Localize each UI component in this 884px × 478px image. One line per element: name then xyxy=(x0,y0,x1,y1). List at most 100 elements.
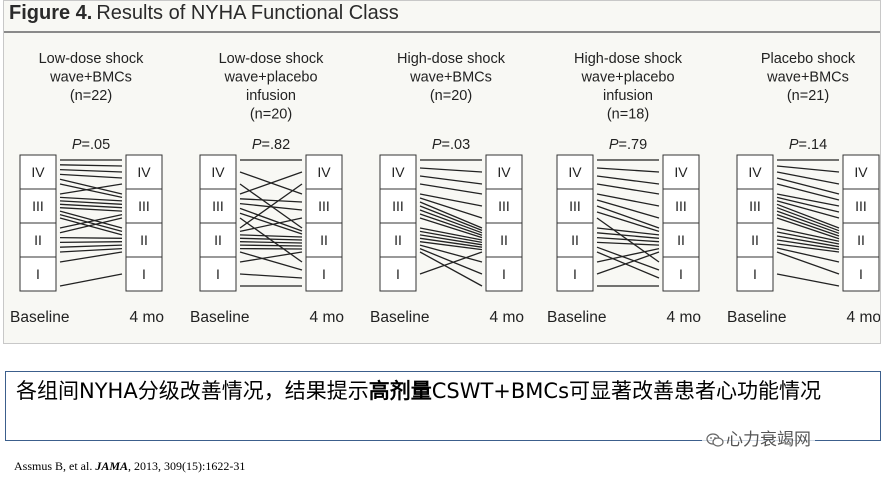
followup-class-box xyxy=(485,154,523,190)
class-label: III xyxy=(32,198,44,214)
transition-line xyxy=(776,207,840,232)
followup-class-box xyxy=(485,256,523,292)
class-label: II xyxy=(677,232,685,248)
nyha-plots: Low-dose shockwave+BMCs(n=22)P=.05IVIIII… xyxy=(10,51,880,326)
transition-line xyxy=(239,217,303,233)
class-label: IV xyxy=(568,164,582,180)
baseline-class-box xyxy=(19,256,57,292)
transition-line xyxy=(419,167,483,173)
transition-line xyxy=(776,243,840,253)
transition-line xyxy=(776,235,840,248)
baseline-class-box xyxy=(379,154,417,190)
transition-line xyxy=(419,197,483,219)
baseline-label: Baseline xyxy=(547,309,606,326)
citation-authors: Assmus B, et al. xyxy=(14,459,93,473)
baseline-class-box xyxy=(19,154,57,190)
followup-class-box xyxy=(305,188,343,224)
transition-line xyxy=(239,207,303,232)
caption-box: 各组间NYHA分级改善情况，结果提示高剂量CSWT+BMCs可显著改善患者心功能… xyxy=(5,371,881,441)
watermark: 心力衰竭网 xyxy=(702,424,815,451)
caption-text-emphasis: 高剂量 xyxy=(368,379,432,403)
transition-line xyxy=(239,273,303,279)
class-label: II xyxy=(34,232,42,248)
transition-line xyxy=(776,231,840,245)
group-title-line: wave+BMCs xyxy=(49,70,132,86)
transition-line xyxy=(59,207,123,212)
baseline-class-box xyxy=(199,188,237,224)
class-label: I xyxy=(142,266,146,282)
transition-line xyxy=(776,210,840,234)
transition-line xyxy=(419,183,483,195)
followup-label: 4 mo xyxy=(310,309,344,326)
baseline-class-box xyxy=(736,222,774,258)
class-label: II xyxy=(857,232,865,248)
transition-line xyxy=(239,241,303,244)
class-label: IV xyxy=(497,164,511,180)
class-label: I xyxy=(502,266,506,282)
class-label: IV xyxy=(211,164,225,180)
transition-line xyxy=(239,237,303,241)
baseline-class-box xyxy=(736,256,774,292)
followup-label: 4 mo xyxy=(667,309,701,326)
transition-line xyxy=(776,273,840,287)
baseline-label: Baseline xyxy=(370,309,429,326)
followup-class-box xyxy=(662,188,700,224)
transition-line xyxy=(59,273,123,287)
class-label: I xyxy=(322,266,326,282)
transition-line xyxy=(776,203,840,229)
class-label: IV xyxy=(317,164,331,180)
group-title-line: Low-dose shock xyxy=(219,51,325,67)
followup-class-box xyxy=(125,222,163,258)
followup-class-box xyxy=(485,188,523,224)
class-label: II xyxy=(751,232,759,248)
class-label: IV xyxy=(674,164,688,180)
transition-line xyxy=(419,213,483,236)
group-title-line: High-dose shock xyxy=(574,51,683,67)
transition-line xyxy=(59,183,123,199)
figure-title-text: Results of NYHA Functional Class xyxy=(96,2,399,24)
transition-line xyxy=(596,211,660,233)
baseline-class-box xyxy=(199,154,237,190)
baseline-class-box xyxy=(199,256,237,292)
class-label: I xyxy=(216,266,220,282)
title-divider xyxy=(4,31,880,33)
transition-line xyxy=(239,244,303,247)
p-value: P=.14 xyxy=(789,137,827,153)
group-title-line: High-dose shock xyxy=(397,51,506,67)
transition-line xyxy=(596,175,660,185)
transition-line xyxy=(419,251,483,275)
class-label: IV xyxy=(748,164,762,180)
transition-line xyxy=(239,198,303,203)
transition-line xyxy=(776,177,840,195)
class-label: II xyxy=(394,232,402,248)
figure-panel: Figure 4.Results of NYHA Functional Clas… xyxy=(3,0,881,344)
transition-line xyxy=(419,251,483,287)
transition-line xyxy=(596,205,660,229)
class-label: IV xyxy=(31,164,45,180)
baseline-label: Baseline xyxy=(190,309,249,326)
baseline-label: Baseline xyxy=(727,309,786,326)
class-label: II xyxy=(140,232,148,248)
group-title-line: (n=20) xyxy=(250,107,292,123)
transition-line xyxy=(419,244,483,263)
followup-class-box xyxy=(305,154,343,190)
caption-text: 各组间NYHA分级改善情况，结果提示高剂量CSWT+BMCs可显著改善患者心功能… xyxy=(16,377,866,406)
followup-class-box xyxy=(305,222,343,258)
transition-line xyxy=(419,234,483,246)
watermark-text: 心力衰竭网 xyxy=(726,430,811,450)
citation: Assmus B, et al. JAMA, 2013, 309(15):162… xyxy=(14,459,245,474)
followup-class-box xyxy=(125,154,163,190)
transition-line xyxy=(59,164,123,167)
baseline-class-box xyxy=(379,188,417,224)
class-label: III xyxy=(138,198,150,214)
transition-line xyxy=(776,196,840,213)
class-label: III xyxy=(675,198,687,214)
transition-line xyxy=(596,167,660,173)
transition-line xyxy=(239,171,303,195)
transition-line xyxy=(59,247,123,253)
transition-line xyxy=(59,217,123,236)
group-title-line: wave+placebo xyxy=(223,70,317,86)
transition-line xyxy=(776,200,840,219)
transition-line xyxy=(239,251,303,271)
followup-class-box xyxy=(842,222,880,258)
